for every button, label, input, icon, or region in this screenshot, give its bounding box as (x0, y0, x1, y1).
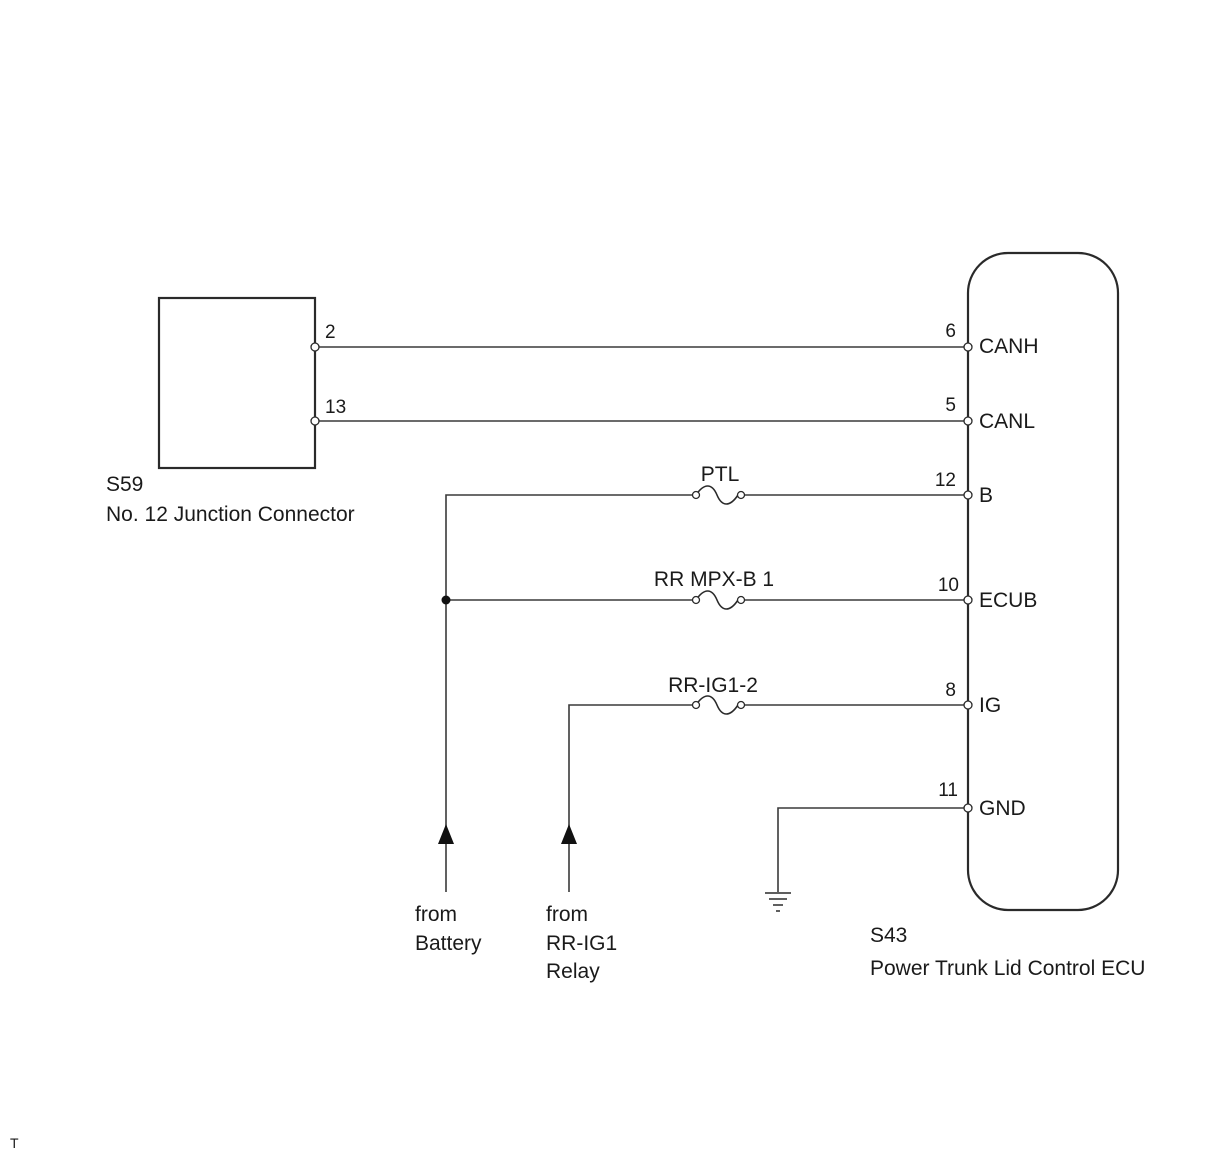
ecu-pin-12: 12 (935, 470, 956, 491)
ecu-terminal-name-canl: CANL (979, 410, 1035, 433)
junction-connector-name: No. 12 Junction Connector (106, 503, 355, 526)
ecu-box (966, 251, 1120, 912)
fuse-rr-mpx-b1-label: RR MPX-B 1 (654, 568, 774, 591)
ground-symbol (765, 892, 791, 912)
fuse-ptl-label: PTL (701, 463, 740, 486)
ecu-terminal-name-ecub: ECUB (979, 589, 1037, 612)
junction-pin-2-terminal (310, 342, 320, 352)
ecu-terminal-name-ig: IG (979, 694, 1001, 717)
ecu-terminal-canh (963, 342, 973, 352)
junction-pin-13-terminal (310, 416, 320, 426)
relay-source-line-1: from (546, 903, 588, 926)
fuse-rr-mpx-b1-symbol (691, 590, 746, 610)
ecu-terminal-canl (963, 416, 973, 426)
ecu-code: S43 (870, 924, 907, 947)
ecu-pin-11: 11 (938, 780, 958, 801)
ecu-pin-8: 8 (945, 680, 956, 701)
splice-point (441, 595, 451, 605)
fuse-rr-ig1-2-label: RR-IG1-2 (668, 674, 758, 697)
fuse-rr-ig1-2-symbol (691, 695, 746, 715)
relay-source-line-3: Relay (546, 960, 600, 983)
junction-connector-code: S59 (106, 473, 143, 496)
junction-connector-box (157, 296, 317, 470)
relay-source-line-2: RR-IG1 (546, 932, 617, 955)
ecu-terminal-name-canh: CANH (979, 335, 1039, 358)
relay-arrow-icon (561, 824, 577, 844)
battery-source-line-2: Battery (415, 932, 482, 955)
footer-mark: T (10, 1135, 19, 1151)
wire-battery-trunk (445, 494, 693, 892)
ecu-name: Power Trunk Lid Control ECU (870, 957, 1145, 980)
ecu-terminal-name-b: B (979, 484, 993, 507)
battery-source-line-1: from (415, 903, 457, 926)
wire-gnd (777, 807, 968, 892)
ecu-pin-10: 10 (938, 575, 959, 596)
ecu-terminal-name-gnd: GND (979, 797, 1026, 820)
ecu-pin-6: 6 (945, 321, 956, 342)
battery-arrow-icon (438, 824, 454, 844)
ecu-terminal-gnd (963, 803, 973, 813)
junction-pin-13: 13 (325, 397, 346, 418)
ecu-pin-5: 5 (945, 395, 956, 416)
ecu-terminal-ecub (963, 595, 973, 605)
ecu-terminal-ig (963, 700, 973, 710)
wire-relay-ig (568, 704, 693, 892)
junction-pin-2: 2 (325, 322, 336, 343)
fuse-ptl-symbol (691, 485, 746, 505)
ecu-terminal-b (963, 490, 973, 500)
